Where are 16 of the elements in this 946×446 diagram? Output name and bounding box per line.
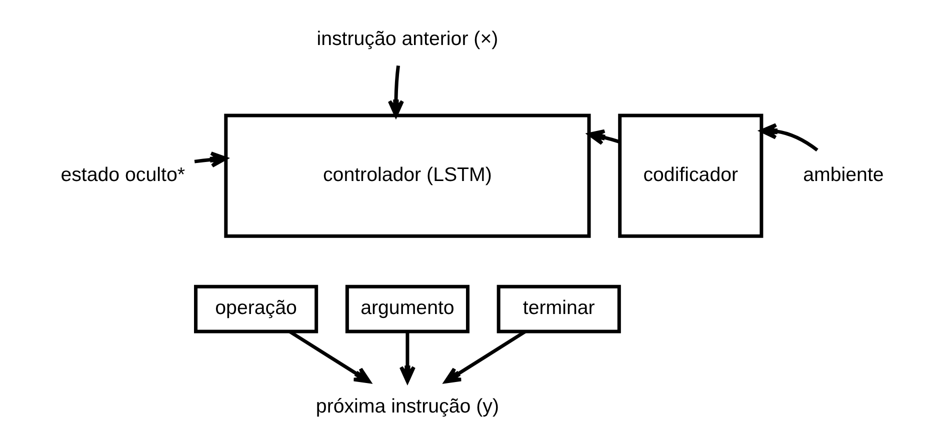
node-box: terminar: [496, 284, 621, 333]
node-box: controlador (LSTM): [224, 113, 591, 238]
arrow: [388, 64, 404, 117]
arrow: [399, 331, 416, 383]
node-text: próxima instrução (y): [316, 394, 499, 417]
node-box: operação: [194, 284, 318, 333]
node-text: instrução anterior (×): [316, 28, 498, 50]
arrow: [444, 330, 526, 383]
node-box: argumento: [345, 284, 470, 333]
arrow: [288, 330, 371, 383]
arrow: [760, 122, 818, 152]
node-text: ambiente: [803, 164, 884, 186]
arrow: [588, 128, 620, 145]
arrow: [194, 151, 228, 168]
node-box: codificador: [618, 113, 764, 238]
node-text: estado oculto*: [60, 164, 186, 186]
